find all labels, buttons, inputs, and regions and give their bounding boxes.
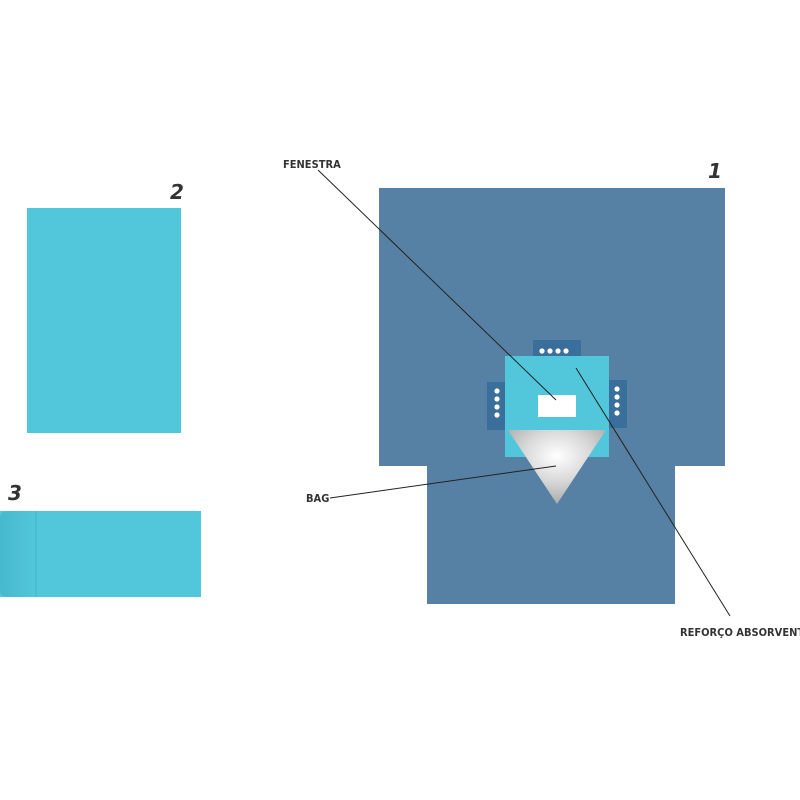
part-number-1: 1 — [708, 159, 722, 183]
drape-cover-3 — [0, 511, 201, 597]
cover-cuff — [0, 511, 36, 597]
leader-reforco — [575, 367, 731, 617]
part-number-2: 2 — [170, 180, 184, 204]
leader-fenestra — [317, 169, 557, 401]
tab-right — [608, 380, 627, 428]
collection-bag — [508, 430, 606, 504]
callout-reforco: REFORÇO ABSORVENTE — [680, 626, 800, 639]
part-number-3: 3 — [8, 481, 22, 505]
tab-left — [487, 382, 506, 430]
drape-sheet-2 — [27, 208, 181, 433]
callout-fenestra: FENESTRA — [283, 158, 341, 171]
callout-bag: BAG — [306, 492, 329, 505]
leader-bag — [329, 465, 557, 499]
tab-top — [533, 340, 581, 359]
fenestration-window — [538, 395, 576, 417]
